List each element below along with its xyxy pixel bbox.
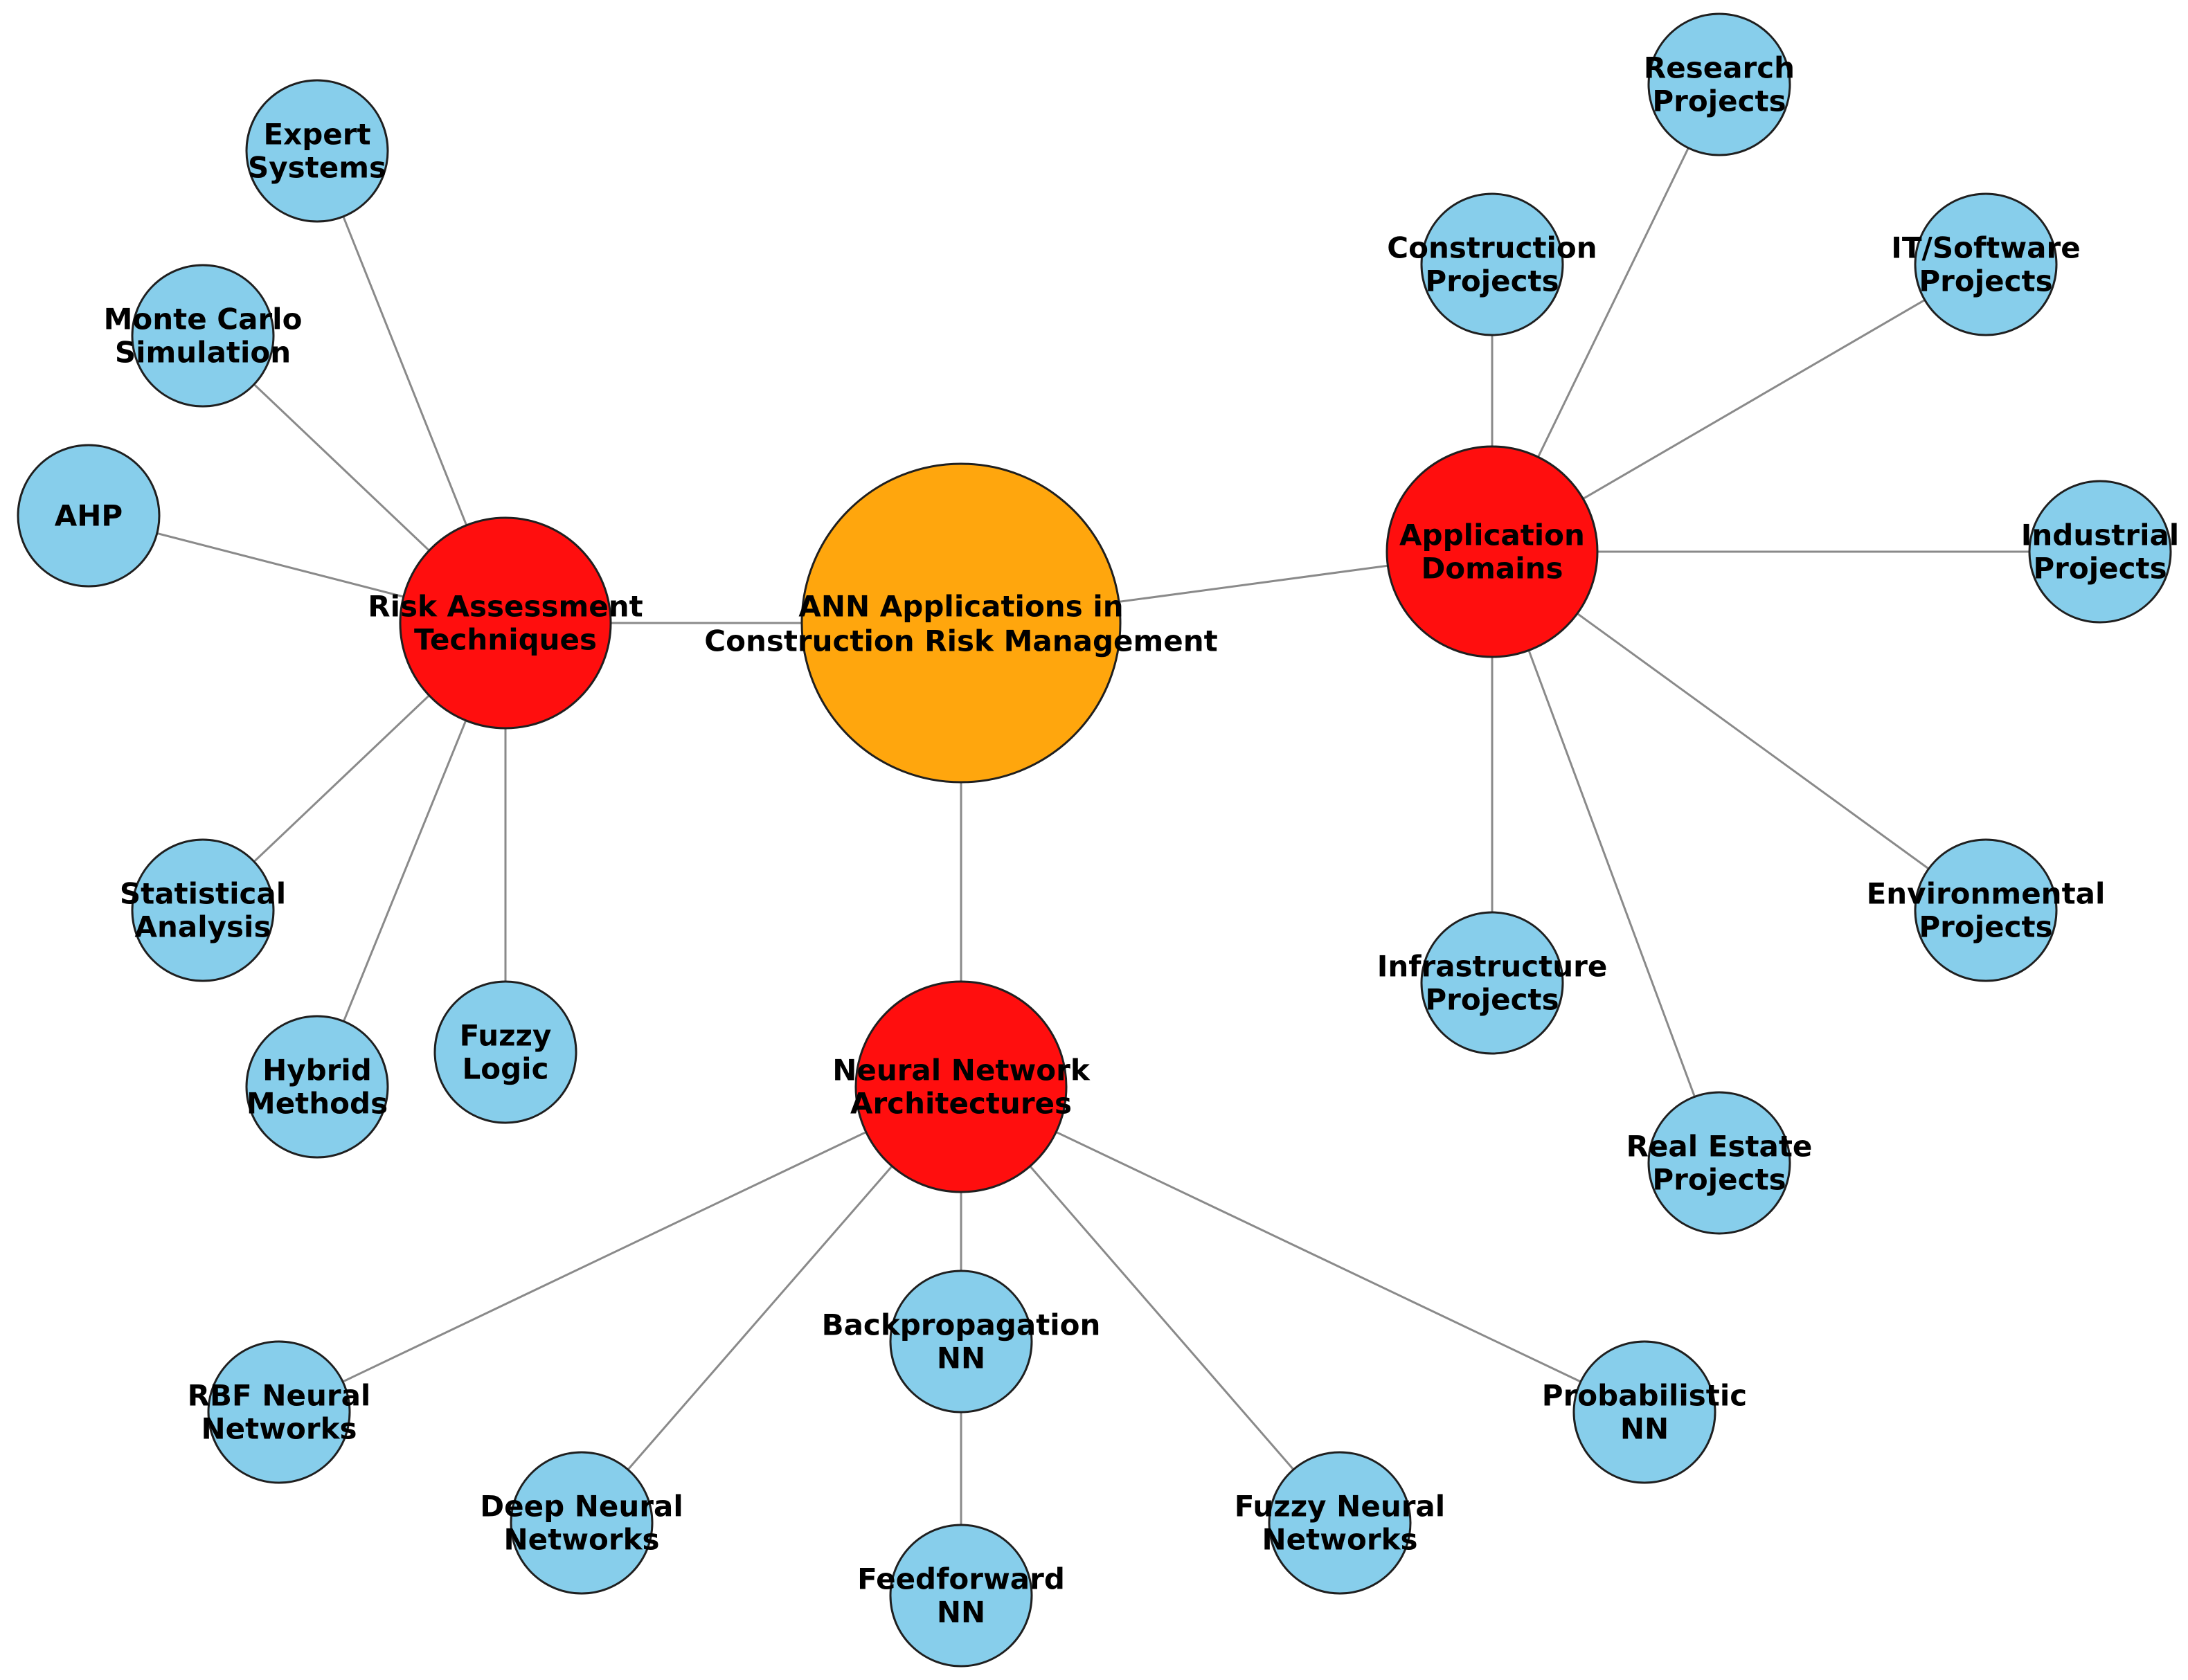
node-stat — [131, 838, 275, 982]
node-label-line: Projects — [1652, 1163, 1786, 1197]
node-label-line: Risk Assessment — [368, 590, 643, 624]
node-label-line: Probabilistic — [1542, 1379, 1747, 1413]
node-label-line: NN — [937, 1342, 985, 1375]
node-label-line: Logic — [463, 1052, 549, 1086]
edge-app-realestate — [1491, 551, 1721, 1164]
node-label-line: Simulation — [115, 336, 291, 370]
node-nn — [854, 980, 1068, 1193]
node-research — [1647, 12, 1791, 156]
node-label-line: Projects — [1425, 264, 1559, 298]
node-label-line: Architectures — [850, 1087, 1072, 1121]
node-label-line: Networks — [201, 1412, 357, 1446]
node-label-line: Projects — [1919, 910, 2052, 944]
node-label-line: AHP — [55, 499, 123, 533]
node-label-line: Projects — [2033, 552, 2167, 586]
node-label-line: Fuzzy Neural — [1235, 1490, 1445, 1524]
node-infrastructure — [1420, 911, 1564, 1055]
node-risk — [399, 516, 612, 730]
node-industrial — [2028, 480, 2172, 624]
node-environmental — [1914, 838, 2058, 982]
node-label-line: Industrial — [2021, 518, 2179, 552]
node-label-line: Application — [1399, 518, 1585, 552]
node-rbf — [207, 1340, 351, 1484]
node-label-line: Projects — [1425, 983, 1559, 1017]
node-label-line: ANN Applications in — [798, 589, 1123, 623]
node-label-line: Expert — [263, 118, 370, 152]
node-label-line: Real Estate — [1626, 1130, 1813, 1164]
node-fuzzynn — [1268, 1451, 1412, 1595]
node-label-line: NN — [1620, 1412, 1669, 1446]
node-label-ahp: AHP — [55, 499, 123, 533]
node-label-line: Networks — [1262, 1523, 1417, 1557]
node-fuzzy — [433, 980, 577, 1124]
node-label-line: Research — [1644, 51, 1795, 85]
node-label-line: Infrastructure — [1377, 950, 1608, 984]
node-label-line: Networks — [503, 1523, 659, 1557]
node-ahp — [17, 444, 161, 588]
node-label-line: IT/Software — [1891, 231, 2080, 265]
edges-layer — [88, 84, 2100, 1596]
edge-nn-rbf — [278, 1085, 962, 1413]
node-label-line: Statistical — [120, 877, 286, 911]
node-deep — [510, 1451, 654, 1595]
node-label-line: Systems — [248, 151, 386, 185]
node-label-line: Projects — [1919, 264, 2052, 298]
node-label-line: Construction Risk Management — [704, 624, 1217, 658]
node-label-line: Neural Network — [832, 1054, 1091, 1087]
node-prob — [1572, 1340, 1716, 1484]
node-app — [1386, 445, 1599, 658]
node-label-line: Methods — [246, 1087, 388, 1121]
node-label-line: RBF Neural — [188, 1379, 371, 1413]
node-label-line: Environmental — [1867, 877, 2106, 911]
node-realestate — [1647, 1091, 1791, 1235]
node-label-line: Analysis — [135, 910, 271, 944]
node-label-line: Projects — [1652, 84, 1786, 118]
node-label-line: Fuzzy — [460, 1019, 552, 1053]
node-label-line: Deep Neural — [480, 1490, 683, 1524]
node-label-line: Domains — [1421, 552, 1563, 586]
node-label-line: Monte Carlo — [104, 302, 303, 336]
node-backprop — [889, 1270, 1033, 1413]
node-monte — [131, 264, 275, 408]
node-expert — [245, 79, 389, 223]
node-label-line: Backpropagation — [822, 1308, 1101, 1342]
node-label-line: Construction — [1387, 231, 1597, 265]
edge-nn-prob — [960, 1085, 1645, 1413]
node-it — [1914, 192, 2058, 336]
node-label-line: Feedforward — [857, 1562, 1065, 1596]
node-label-line: Techniques — [414, 623, 597, 657]
node-ann — [800, 462, 1122, 784]
node-construction — [1420, 192, 1564, 336]
node-hybrid — [245, 1015, 389, 1159]
node-feedforward — [889, 1524, 1033, 1668]
node-label-line: Hybrid — [262, 1054, 372, 1087]
node-label-line: NN — [937, 1596, 985, 1629]
